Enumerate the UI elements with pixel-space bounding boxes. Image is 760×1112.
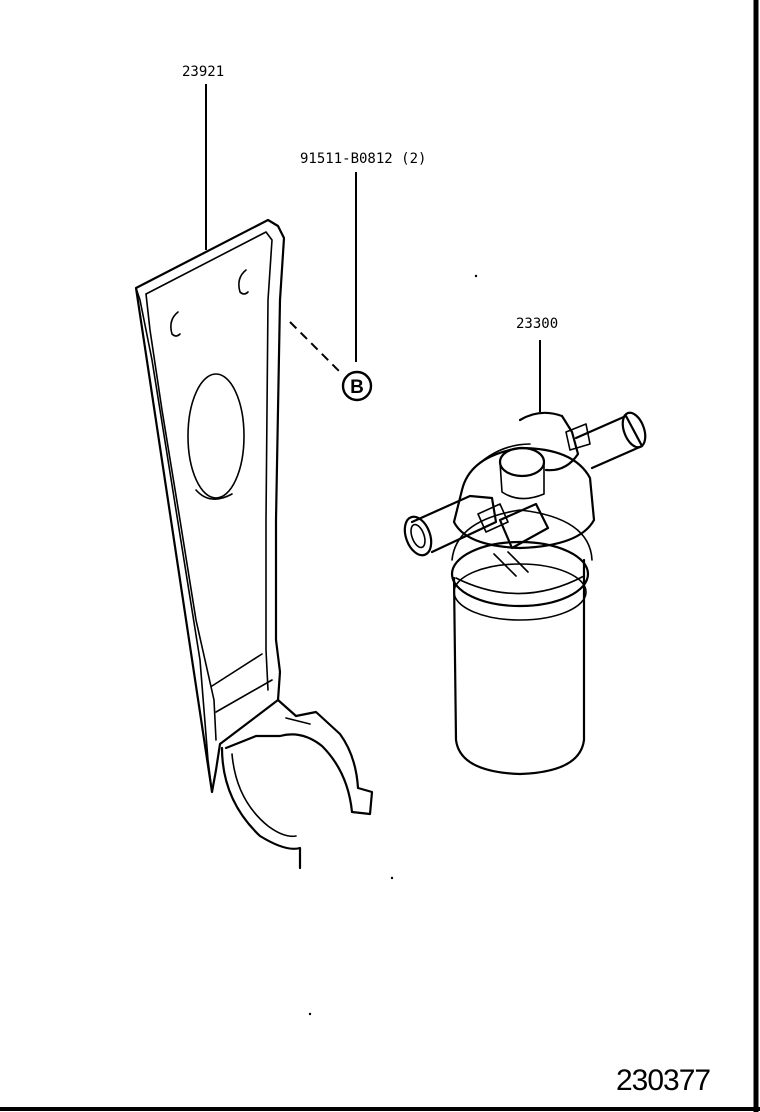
bolt-callout-badge[interactable]: B [341, 370, 373, 402]
bracket-part-number[interactable]: 23921 [182, 64, 224, 80]
scan-dot [308, 1012, 312, 1016]
scan-dot [390, 876, 394, 880]
diagram-reference-number: 230377 [616, 1064, 710, 1097]
bolt-hole-dashed-line [289, 321, 341, 373]
filter-part-number[interactable]: 23300 [516, 316, 558, 332]
bracket-illustration [134, 218, 374, 870]
bolt-callout-letter: B [350, 377, 364, 398]
bolt-part-number[interactable]: 91511-B0812 (2) [300, 151, 426, 167]
scan-dot [474, 274, 478, 278]
fuel-filter-illustration [403, 411, 647, 776]
